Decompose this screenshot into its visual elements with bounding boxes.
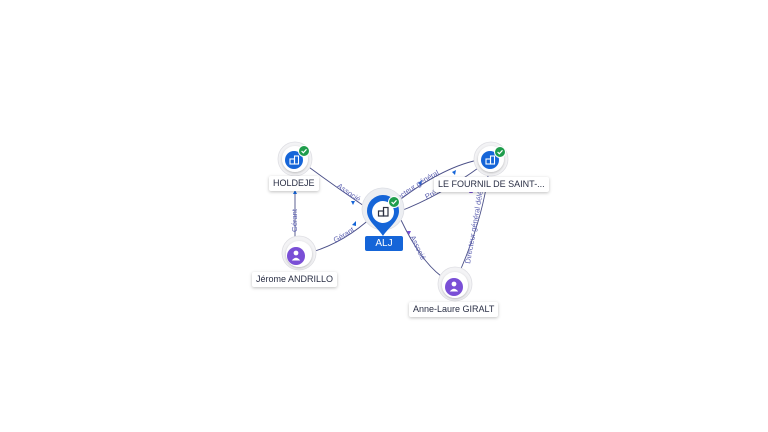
building-icon <box>289 155 300 165</box>
node-holdeje[interactable] <box>277 141 313 177</box>
arrow-alj-fournil-1 <box>418 180 422 186</box>
arrow-alj-fournil-2 <box>452 170 456 175</box>
node-label-jerome-andrillo[interactable]: Jérome ANDRILLO <box>252 272 338 287</box>
arrow-andrillo-alj <box>352 221 356 226</box>
arrow-andrillo-holdeje <box>293 190 297 194</box>
edge-label-holdeje-alj: Associé <box>335 181 362 204</box>
person-icon <box>291 250 301 261</box>
node-le-fournil[interactable] <box>473 141 509 177</box>
check-badge-icon <box>388 196 400 208</box>
edge-label-andrillo-holdeje: Gérant <box>290 208 299 232</box>
person-icon <box>449 281 459 292</box>
node-label-holdeje[interactable]: HOLDEJE <box>269 176 319 191</box>
node-label-alj[interactable]: ALJ <box>365 236 403 251</box>
edge-label-giralt-alj: Associé <box>408 234 428 262</box>
check-badge-icon <box>494 146 506 158</box>
node-anne-laure-giralt[interactable] <box>437 266 473 302</box>
check-badge-icon <box>298 145 310 157</box>
arrow-holdeje-alj <box>351 201 355 205</box>
node-jerome-andrillo[interactable] <box>281 235 317 271</box>
node-label-anne-laure-giralt[interactable]: Anne-Laure GIRALT <box>409 302 499 317</box>
arrow-giralt-alj <box>407 231 411 235</box>
edge-label-andrillo-alj: Gérant <box>332 225 357 245</box>
node-alj[interactable] <box>361 187 405 236</box>
building-icon <box>377 206 389 217</box>
node-label-le-fournil[interactable]: LE FOURNIL DE SAINT-... <box>434 177 549 192</box>
building-icon <box>485 155 496 165</box>
